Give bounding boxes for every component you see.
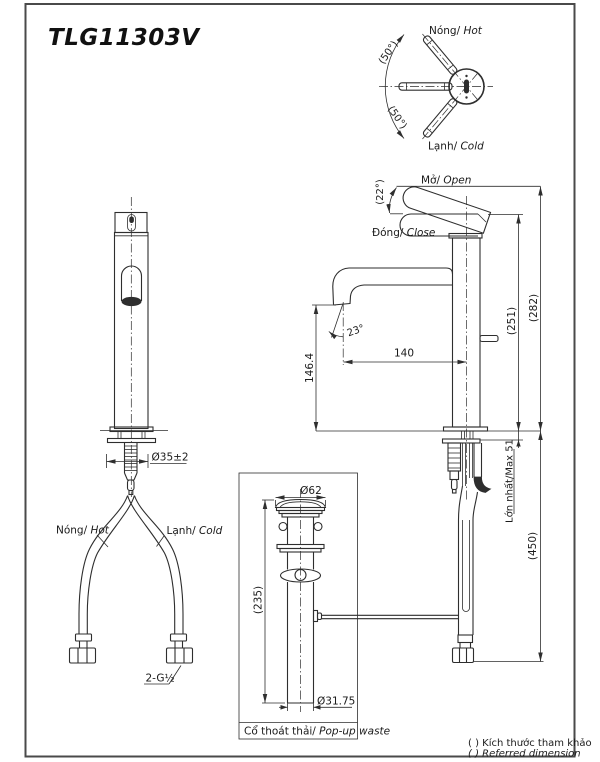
- height-closed-dim: (251): [506, 307, 518, 335]
- cold-hose-label: Lạnh/ Cold: [167, 525, 223, 537]
- model-number: TLG11303V: [48, 25, 201, 51]
- hot-label: Nóng/ Hot: [429, 25, 483, 37]
- popup-length-dim: (235): [253, 586, 265, 614]
- spout-height-dim: 146.4: [304, 353, 316, 383]
- popup-waste-diagram: Ø62 (235) Ø31.75 Cổ thoát thải/ Pop-up w…: [238, 472, 459, 740]
- hole-dim: Ø35±2: [152, 452, 189, 464]
- open-angle-dim: (22°): [375, 179, 386, 205]
- legend: ( ) Kích thước tham khảo ( ) Referred di…: [468, 737, 592, 760]
- cold-label: Lạnh/ Cold: [428, 141, 484, 153]
- rotation-angle-lower: (50°): [385, 104, 409, 131]
- spout-reach-dim: 140: [394, 348, 414, 360]
- connection-note: 2-G½: [146, 673, 175, 685]
- height-open-dim: (282): [528, 294, 540, 322]
- popup-waste-label: Cổ thoát thải/ Pop-up waste: [244, 725, 390, 738]
- legend-line-en: ( ) Referred dimension: [468, 749, 581, 760]
- legend-line-vn: ( ) Kích thước tham khảo: [468, 737, 592, 749]
- pipe-dia-dim: Ø31.75: [317, 696, 355, 708]
- handle-rotation-diagram: (50°) (50°) Nóng/ Hot Lạnh/ Cold: [377, 25, 493, 153]
- deck-max-note: Lớn nhất/Max 51: [504, 439, 516, 523]
- hot-hose-label: Nóng/ Hot: [56, 525, 110, 537]
- faucet-side-view: 23° Mở/ Open Đóng/ Close (22°) 140 146.4: [304, 175, 544, 664]
- cap-dia-dim: Ø62: [300, 485, 322, 497]
- rotation-angle-upper: (50°): [377, 39, 401, 66]
- close-label: Đóng/ Close: [372, 227, 435, 239]
- faucet-front-view: Nóng/ Hot Lạnh/ Cold Ø35±2 2-G½: [56, 197, 223, 685]
- page-border: [24, 3, 576, 758]
- hose-length-dim: (450): [527, 532, 539, 560]
- open-label: Mở/ Open: [421, 175, 471, 187]
- flow-angle-dim: 23°: [346, 323, 366, 339]
